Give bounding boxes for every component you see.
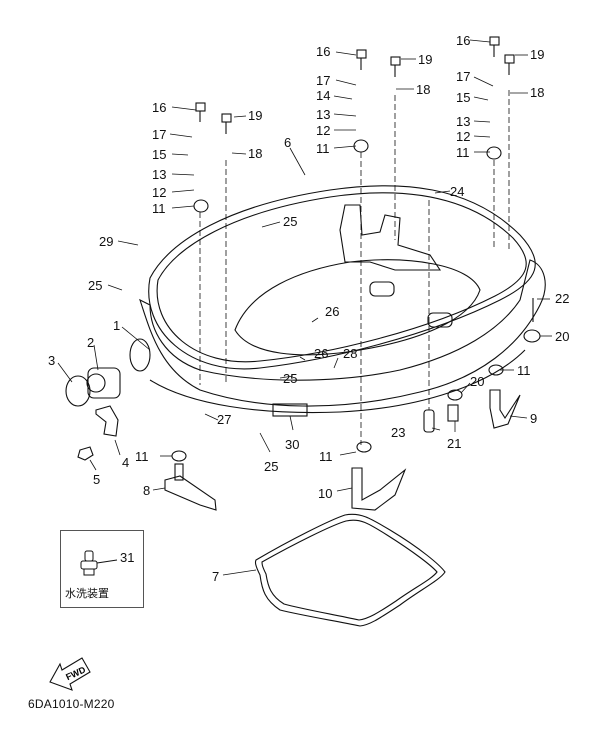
callout-13: 13 xyxy=(152,167,167,182)
callout-31: 31 xyxy=(120,550,135,565)
callout-11: 11 xyxy=(517,363,531,378)
lever-9 xyxy=(489,389,521,429)
callout-1: 1 xyxy=(113,318,121,333)
callout-20: 20 xyxy=(555,329,570,344)
center-window-1 xyxy=(369,281,395,297)
callout-17: 17 xyxy=(152,127,167,142)
fitting-21 xyxy=(447,404,459,422)
flushing-device-inset: 31 水洗装置 xyxy=(60,530,144,608)
callout-6: 6 xyxy=(284,135,292,150)
lever-8 xyxy=(164,475,217,511)
callout-13: 13 xyxy=(316,107,331,122)
callout-3: 3 xyxy=(48,353,56,368)
callout-21: 21 xyxy=(447,436,462,451)
lever-8-pin xyxy=(174,463,184,481)
callout-22: 22 xyxy=(555,291,570,306)
bolts-group-left xyxy=(195,102,232,134)
callout-30: 30 xyxy=(285,437,300,452)
grommet-11f xyxy=(356,441,372,453)
callout-12: 12 xyxy=(152,185,167,200)
bottom-cowling-lower-edge xyxy=(149,349,526,414)
callout-12: 12 xyxy=(316,123,331,138)
callout-11: 11 xyxy=(456,145,470,160)
cowling-floor xyxy=(234,259,481,356)
callout-13: 13 xyxy=(456,114,471,129)
callout-26: 26 xyxy=(325,304,340,319)
grommet-11e xyxy=(171,450,187,462)
grommet-20a xyxy=(523,329,541,343)
callout-19: 19 xyxy=(530,47,545,62)
seal-7-outline xyxy=(254,513,446,627)
callout-4: 4 xyxy=(122,455,130,470)
callout-19: 19 xyxy=(418,52,433,67)
callout-15: 15 xyxy=(152,147,167,162)
callout-18: 18 xyxy=(248,146,263,161)
seal-7-inner xyxy=(261,519,438,621)
bottom-cowling-body xyxy=(139,259,546,407)
callout-25: 25 xyxy=(88,278,103,293)
grommet-20b xyxy=(447,389,463,401)
callout-11: 11 xyxy=(152,201,166,216)
callout-29: 29 xyxy=(99,234,114,249)
grommet-11c xyxy=(486,146,502,160)
callout-11: 11 xyxy=(135,449,149,464)
grommet-11b xyxy=(353,139,369,153)
callout-12: 12 xyxy=(456,129,471,144)
connector-2-face xyxy=(86,373,106,393)
callout-26: 26 xyxy=(314,346,329,361)
callout-19: 19 xyxy=(248,108,263,123)
callout-24: 24 xyxy=(450,184,465,199)
clamp-3 xyxy=(65,375,91,407)
callout-17: 17 xyxy=(316,73,331,88)
grommet-1 xyxy=(129,338,151,372)
callout-25: 25 xyxy=(283,214,298,229)
callout-5: 5 xyxy=(93,472,101,487)
callout-18: 18 xyxy=(530,85,545,100)
drawing-code: 6DA1010-M220 xyxy=(28,697,115,711)
callout-10: 10 xyxy=(318,486,333,501)
bolts-group-right xyxy=(489,36,515,75)
callout-18: 18 xyxy=(416,82,431,97)
callout-17: 17 xyxy=(456,69,471,84)
callout-28: 28 xyxy=(343,346,358,361)
callout-27: 27 xyxy=(217,412,232,427)
callout-9: 9 xyxy=(530,411,538,426)
callout-16: 16 xyxy=(456,33,471,48)
callout-25: 25 xyxy=(283,371,298,386)
callout-23: 23 xyxy=(391,425,406,440)
inset-caption: 水洗装置 xyxy=(65,587,109,600)
callout-11: 11 xyxy=(319,449,333,464)
callout-16: 16 xyxy=(316,44,331,59)
callout-25: 25 xyxy=(264,459,279,474)
fitting-23 xyxy=(423,409,435,433)
callout-8: 8 xyxy=(143,483,151,498)
callout-15: 15 xyxy=(456,90,471,105)
callout-14: 14 xyxy=(316,88,331,103)
flushing-fitting-31-icon xyxy=(80,550,118,576)
seal-6-inner xyxy=(156,192,527,363)
callout-16: 16 xyxy=(152,100,167,115)
callout-20: 20 xyxy=(470,374,485,389)
callout-2: 2 xyxy=(87,335,95,350)
grommet-11a xyxy=(193,199,209,213)
lever-10 xyxy=(351,467,407,511)
bracket-4 xyxy=(95,405,119,437)
center-mount xyxy=(339,204,442,271)
callout-7: 7 xyxy=(212,569,220,584)
connector-2 xyxy=(87,367,121,399)
center-window-2 xyxy=(427,312,453,328)
fwd-arrow-icon xyxy=(49,657,91,691)
bolts-group-center xyxy=(356,49,401,77)
bolt-5 xyxy=(77,446,94,461)
seal-6-outline xyxy=(148,185,536,370)
callout-11: 11 xyxy=(316,141,330,156)
